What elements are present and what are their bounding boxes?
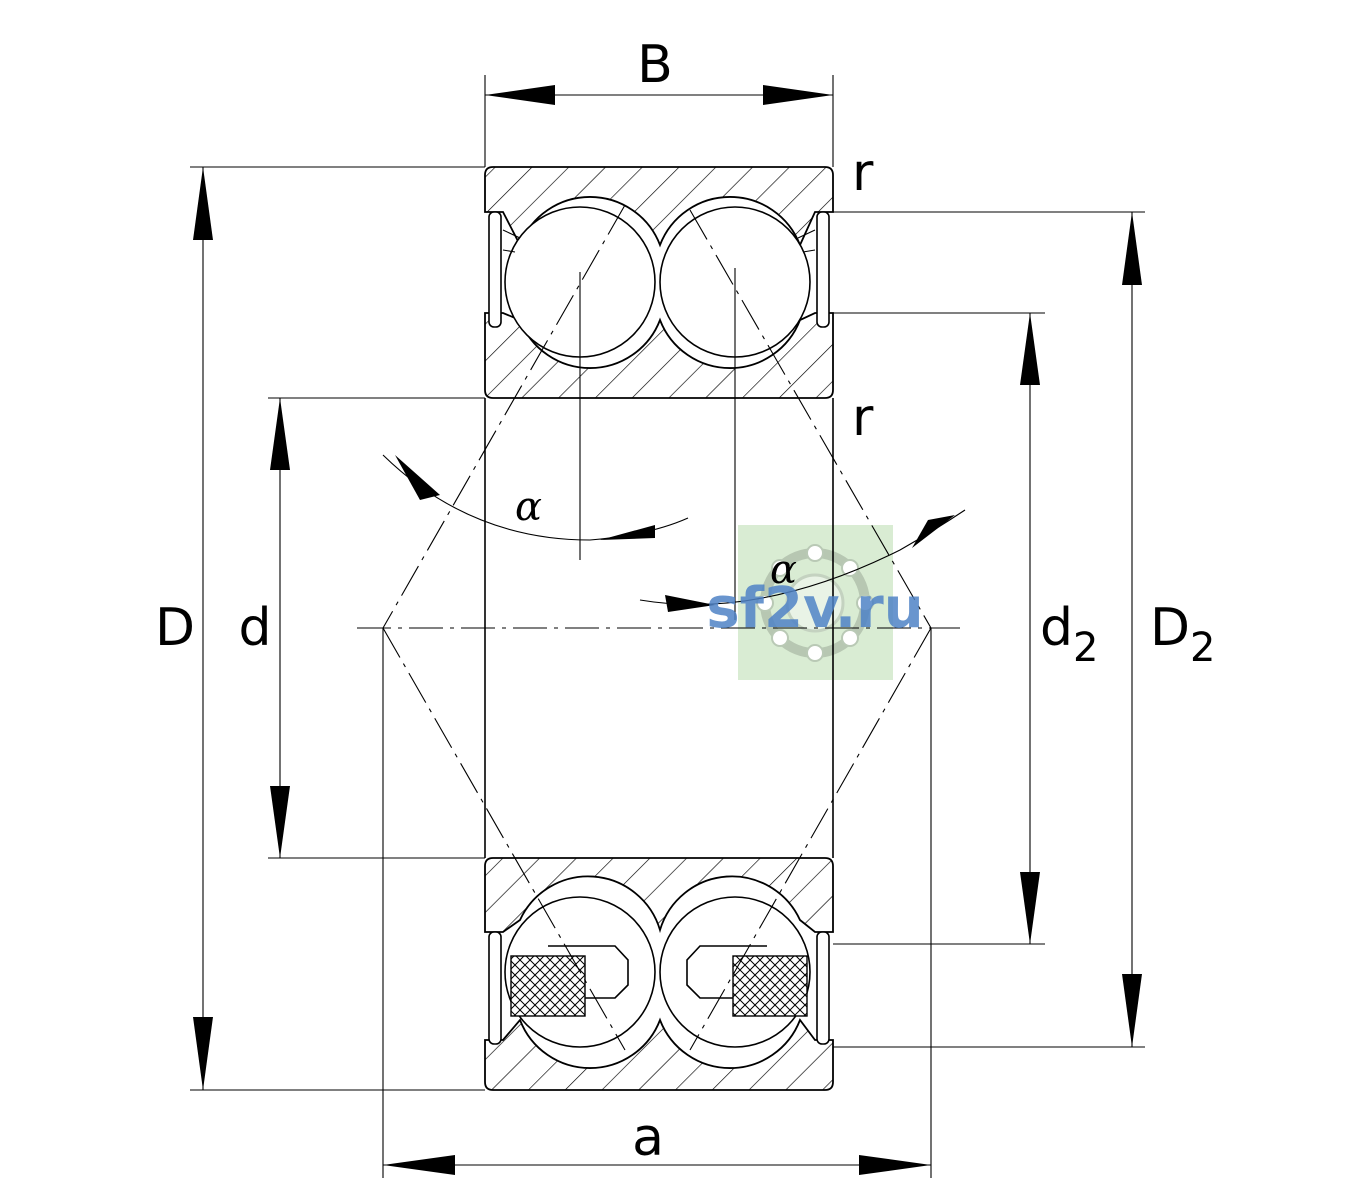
angle-arcs (382, 454, 966, 612)
dimension-d (270, 398, 290, 858)
watermark-text: sf2v.ru (706, 576, 923, 641)
label-a: a (632, 1108, 664, 1168)
bearing-width-lines (484, 398, 834, 858)
seal-lip-left (510, 955, 586, 1017)
seal-bottom-left (488, 931, 502, 1045)
upper-cross-section (484, 166, 834, 399)
label-D2: D2 (1150, 598, 1216, 671)
dimension-d2 (1020, 313, 1040, 944)
label-alpha-left: α (515, 484, 542, 530)
outer-ring-bottom (484, 1017, 834, 1091)
inner-ring-top (484, 312, 834, 399)
lower-cross-section (484, 857, 834, 1091)
dimension-D (193, 167, 213, 1090)
label-D: D (155, 598, 195, 658)
dimension-D2 (1122, 212, 1142, 1047)
inner-ring-bottom (484, 857, 834, 934)
extension-lines (190, 75, 1145, 1178)
label-r-top: r (852, 143, 874, 203)
label-alpha-right: α (770, 547, 797, 593)
watermark (738, 525, 893, 680)
dimension-a (383, 1155, 931, 1175)
seal-bottom-right (816, 931, 830, 1045)
label-B: B (637, 35, 673, 95)
seal-top-left (488, 211, 502, 328)
label-r-mid: r (852, 388, 874, 448)
label-d2: d2 (1040, 598, 1098, 671)
seal-top-right (816, 211, 830, 328)
label-d: d (238, 598, 271, 658)
seal-lip-right (732, 955, 808, 1017)
dimension-b (485, 85, 833, 105)
contact-lines (382, 204, 932, 1051)
